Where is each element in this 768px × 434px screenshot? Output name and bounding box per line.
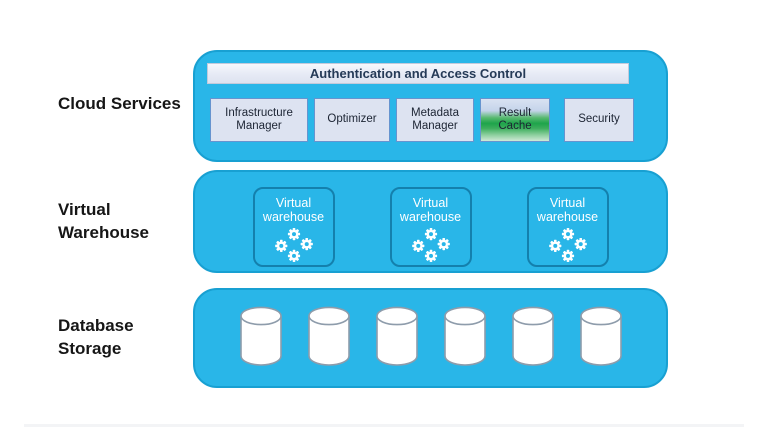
service-box-security: Security [564,98,634,142]
virtual-warehouse-box: Virtual warehouse [252,187,335,267]
service-box-optimizer: Optimizer [314,98,390,142]
database-cylinder-icon [239,306,282,366]
cloud-services-layer: Authentication and Access Control Infras… [193,50,668,162]
database-cylinder-icon [511,306,554,366]
layer-label-database-storage: Database Storage [58,316,134,358]
auth-access-control-bar: Authentication and Access Control [207,63,629,84]
layer-label-virtual-warehouse: Virtual Warehouse [58,200,150,242]
database-cylinder-icon [375,306,418,366]
cylinder-row [195,305,666,368]
virtual-warehouse-label: Virtual warehouse [262,196,325,224]
gears-icon [274,227,313,263]
database-cylinder-icon [307,306,350,366]
layer-label-cloud-services: Cloud Services [58,94,181,113]
gears-icon [548,227,587,263]
service-box-metadata-manager: Metadata Manager [396,98,474,142]
virtual-warehouse-label: Virtual warehouse [536,196,599,224]
gears-icon [411,227,450,263]
service-box-infrastructure-manager: Infrastructure Manager [210,98,308,142]
warehouse-row: Virtual warehouse Virtual warehouse [195,187,666,267]
service-box-result-cache: Result Cache [480,98,550,142]
database-cylinder-icon [443,306,486,366]
page-artifact [24,424,744,427]
database-cylinder-icon [579,306,622,366]
virtual-warehouse-layer: Virtual warehouse Virtual warehouse [193,170,668,273]
virtual-warehouse-box: Virtual warehouse [389,187,472,267]
database-storage-layer [193,288,668,388]
virtual-warehouse-box: Virtual warehouse [526,187,609,267]
virtual-warehouse-label: Virtual warehouse [399,196,462,224]
services-row: Infrastructure Manager Optimizer Metadat… [210,98,634,142]
